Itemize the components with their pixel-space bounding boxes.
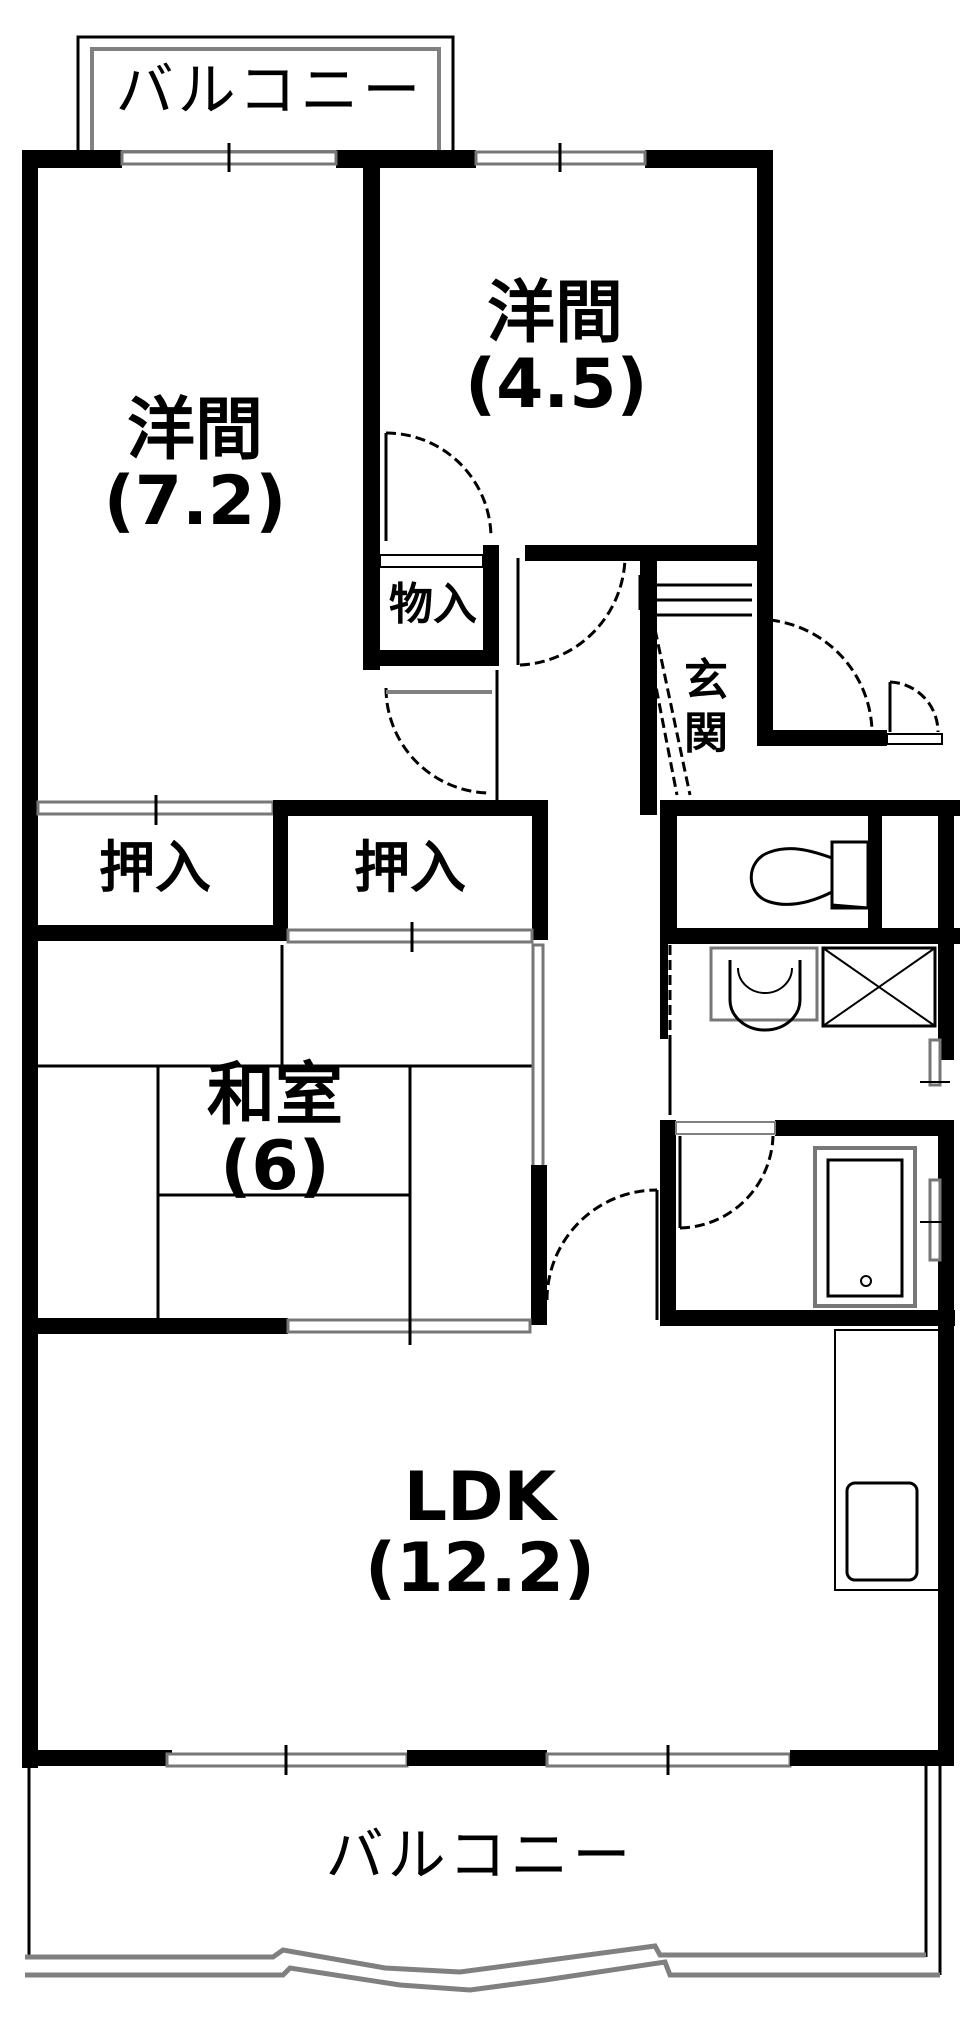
ldk-room	[22, 1318, 954, 1775]
toilet-room	[660, 800, 960, 1060]
room-western-right-size: (4.5)	[465, 345, 648, 425]
washbasin-icon	[709, 946, 819, 1032]
entrance-area	[638, 545, 960, 816]
washing-machine-pan-icon	[821, 946, 937, 1028]
kitchen-sink-icon	[845, 1481, 919, 1582]
room-japanese-name: 和室	[206, 1056, 343, 1135]
door-swing-hall	[519, 557, 627, 667]
room-closet-left: 押入	[99, 836, 211, 901]
room-western-left-name: 洋間	[126, 391, 263, 470]
room-ldk-name: LDK	[403, 1458, 557, 1537]
room-japanese-size: (6)	[220, 1127, 330, 1207]
balcony-bottom-label: バルコニー	[325, 1821, 635, 1889]
door-swing-ldk	[545, 1188, 658, 1301]
door-swing-left-room	[384, 687, 492, 795]
room-western-right-name: 洋間	[486, 274, 623, 353]
room-storage: 物入	[389, 579, 477, 630]
balcony-top-label: バルコニー	[115, 56, 425, 124]
kitchen-counter	[834, 1329, 940, 1591]
tatami-grid	[38, 943, 547, 1345]
room-entrance: 玄関	[684, 655, 728, 759]
door-swing-front	[769, 618, 874, 731]
room-closet-right: 押入	[354, 836, 466, 901]
bathroom	[660, 1120, 955, 1326]
balcony-bottom-outline	[25, 1766, 942, 1993]
room-western-right: 洋間 (4.5)	[465, 274, 648, 425]
toilet-icon	[749, 840, 870, 910]
room-western-left-size: (7.2)	[103, 462, 287, 542]
door-swing-bath	[679, 1135, 775, 1230]
room-western-left: 洋間 (7.2)	[95, 395, 295, 538]
room-ldk: LDK (12.2)	[335, 1462, 625, 1605]
washroom	[660, 944, 950, 1115]
door-swing-right-room	[385, 431, 493, 539]
room-japanese: 和室 (6)	[175, 1060, 375, 1203]
windows-top	[120, 143, 647, 172]
door-swing-front-small	[889, 680, 940, 733]
storage-walls	[363, 545, 499, 666]
closets	[36, 795, 548, 952]
room-ldk-size: (12.2)	[365, 1529, 595, 1609]
bathtub-icon	[813, 1146, 917, 1308]
